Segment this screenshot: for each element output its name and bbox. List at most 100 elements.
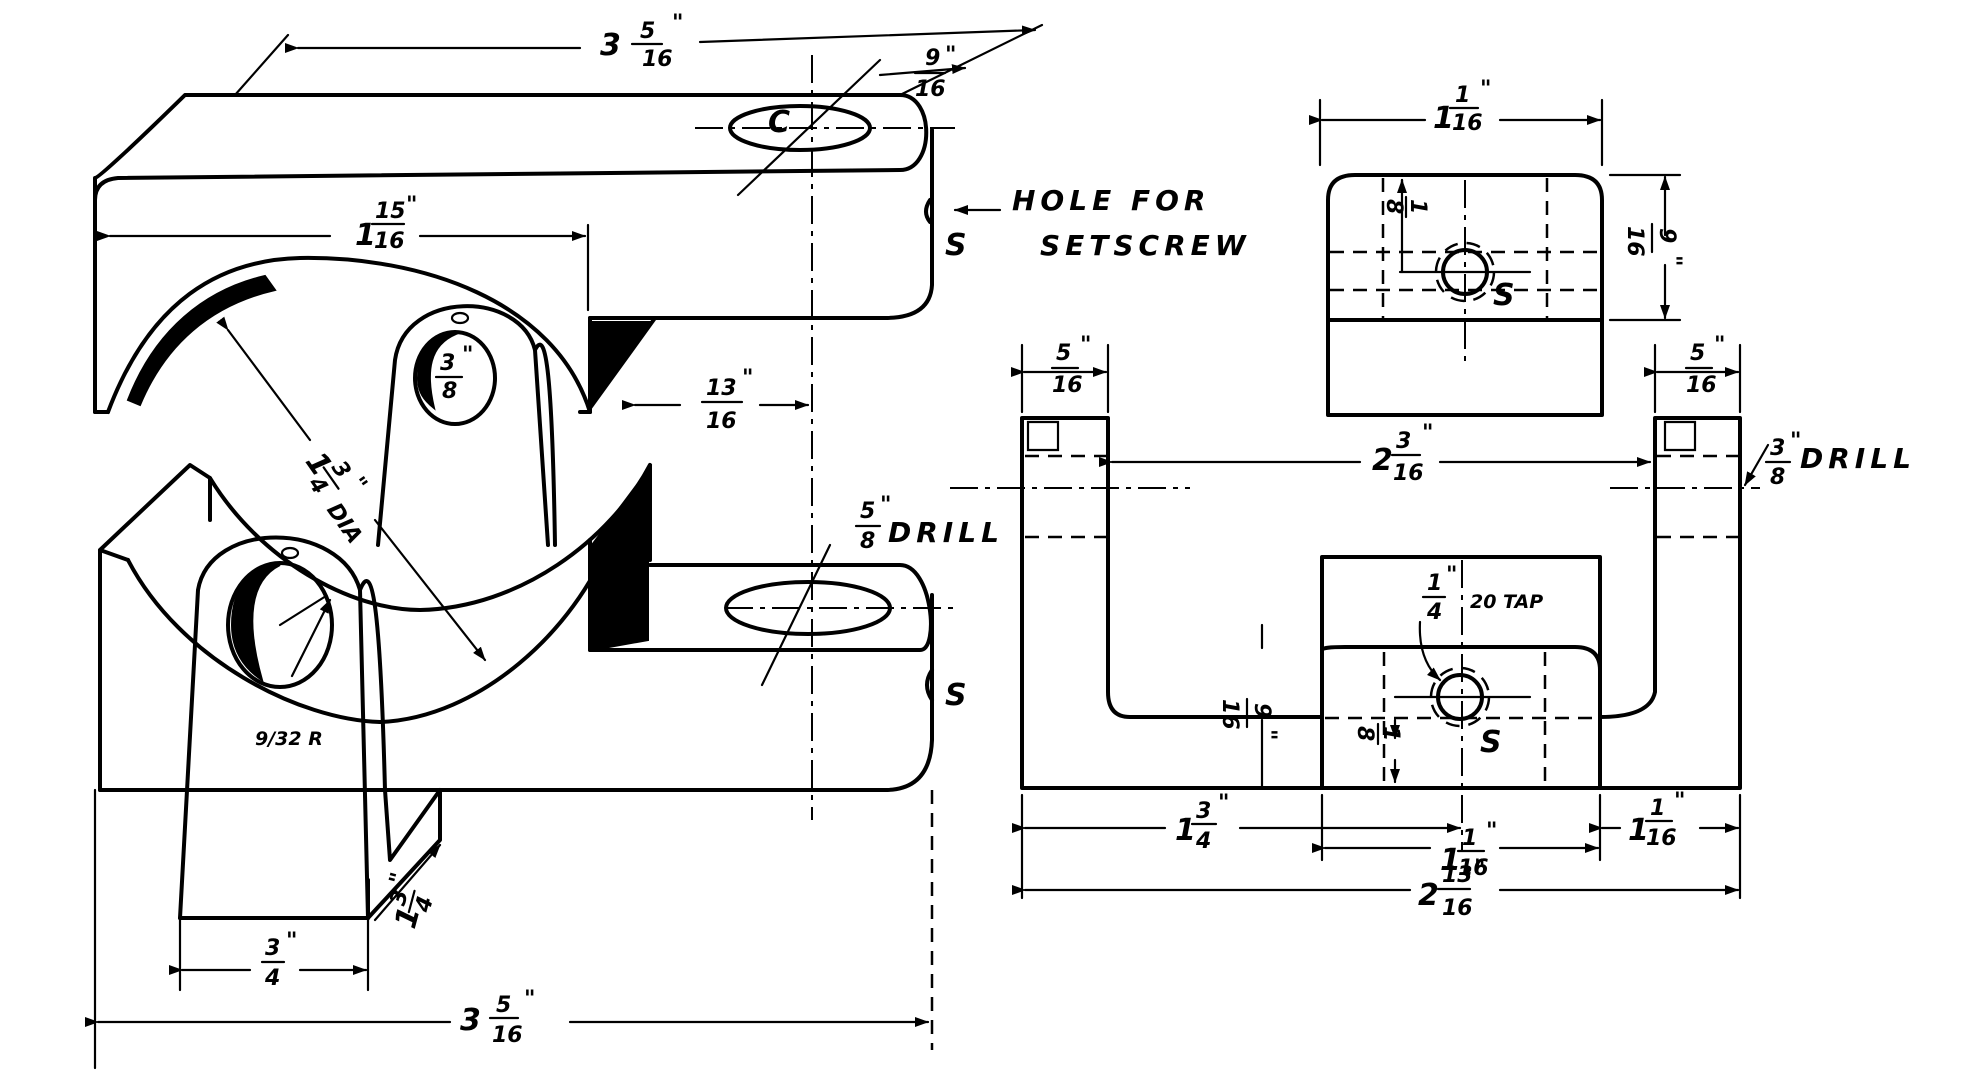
svg-text:3: 3 <box>1396 429 1411 454</box>
dim-right-section: 1 1 16 " <box>1628 789 1685 851</box>
dim-overall-length-bottom: 3 5 16 " <box>460 987 535 1048</box>
dim-boss-offset: 1 8 <box>1352 722 1403 746</box>
svg-text:16: 16 <box>706 409 737 434</box>
hole-label-c: C <box>768 105 790 140</box>
dim-slot-offset: 13 16 " <box>700 366 753 434</box>
svg-text:9: 9 <box>1654 228 1679 243</box>
dim-top-offset: 1 8 <box>1381 195 1430 219</box>
svg-text:15: 15 <box>375 199 406 224</box>
svg-text:16: 16 <box>1052 373 1083 398</box>
svg-text:3: 3 <box>440 351 455 376</box>
svg-text:5: 5 <box>1056 341 1071 366</box>
dim-base-width: 3 4 " <box>260 929 297 991</box>
svg-text:": " <box>1080 333 1091 358</box>
svg-text:5: 5 <box>1690 341 1705 366</box>
svg-text:4: 4 <box>264 966 280 991</box>
svg-text:4: 4 <box>1426 600 1442 625</box>
svg-text:1: 1 <box>1628 813 1649 848</box>
svg-text:4: 4 <box>411 894 439 916</box>
front-s-label: S <box>1480 725 1502 760</box>
dim-top-height: 9 16 " <box>1622 222 1685 266</box>
dim-left-wall: 5 16 " <box>1050 333 1091 398</box>
s-label-bottom: S <box>945 678 967 713</box>
svg-text:": " <box>1255 729 1280 740</box>
svg-text:DRILL: DRILL <box>888 516 1004 549</box>
svg-text:": " <box>672 11 683 36</box>
svg-text:": " <box>1218 791 1229 816</box>
dim-radius: 9/32 R <box>255 728 323 750</box>
svg-text:": " <box>462 343 473 368</box>
svg-text:16: 16 <box>1217 699 1242 730</box>
svg-text:1: 1 <box>1440 843 1461 878</box>
svg-text:3: 3 <box>460 1003 481 1038</box>
svg-text:1: 1 <box>1405 199 1430 214</box>
svg-text:5: 5 <box>860 499 875 524</box>
svg-text:8: 8 <box>860 529 875 554</box>
svg-text:4: 4 <box>1195 829 1211 854</box>
svg-text:1: 1 <box>1455 83 1470 108</box>
svg-text:1: 1 <box>355 218 376 253</box>
svg-text:9: 9 <box>1249 703 1274 718</box>
svg-text:2: 2 <box>1418 878 1439 913</box>
svg-text:1: 1 <box>1427 571 1442 596</box>
rear-lug <box>376 304 557 547</box>
svg-text:": " <box>1660 255 1685 266</box>
svg-text:16: 16 <box>1452 111 1483 136</box>
svg-text:": " <box>406 193 417 218</box>
svg-text:": " <box>1474 856 1485 881</box>
dim-overall-length-top: 3 5 16 " <box>600 11 683 72</box>
svg-text:16: 16 <box>492 1023 523 1048</box>
svg-text:3: 3 <box>1770 436 1785 461</box>
dim-floor-height: 9 16 " <box>1217 697 1280 740</box>
svg-text:1: 1 <box>1175 813 1196 848</box>
top-s-label: S <box>1493 278 1515 313</box>
dim-pin-hole: 3 8 " <box>434 343 473 404</box>
s-label-top: S <box>945 228 967 263</box>
dim-front-overall: 2 13 16 " <box>1418 856 1485 921</box>
lower-base <box>98 463 934 792</box>
svg-text:16: 16 <box>642 47 673 72</box>
svg-text:1: 1 <box>1462 826 1477 851</box>
svg-text:9: 9 <box>925 46 940 71</box>
svg-text:": " <box>880 493 891 518</box>
svg-text:2: 2 <box>1372 443 1393 478</box>
svg-text:8: 8 <box>1770 465 1785 490</box>
svg-text:": " <box>1674 789 1685 814</box>
note-hole-for: HOLE FOR <box>1012 184 1210 217</box>
svg-text:3: 3 <box>265 936 280 961</box>
svg-text:": " <box>1422 421 1433 446</box>
dim-left-length: 1 15 16 " <box>355 193 417 254</box>
svg-text:5: 5 <box>496 993 511 1018</box>
top-view: 1 1 16 " 9 16 " 1 8 S <box>1309 77 1685 417</box>
dim-right-wall: 5 16 " <box>1684 333 1725 398</box>
svg-text:16: 16 <box>915 77 946 102</box>
svg-text:": " <box>945 43 956 68</box>
svg-text:8: 8 <box>1381 199 1406 214</box>
dim-inner-span: 2 3 16 " <box>1372 421 1433 486</box>
svg-text:8: 8 <box>1352 726 1377 741</box>
svg-text:16: 16 <box>1646 826 1677 851</box>
svg-text:": " <box>742 366 753 391</box>
dim-top-width: 1 1 16 " <box>1433 77 1491 136</box>
upper-arm <box>93 93 934 414</box>
svg-text:3: 3 <box>1196 799 1211 824</box>
dim-tap: 1 4 " 20 TAP <box>1421 563 1543 625</box>
isometric-view: 3 5 16 " 9 16 " C 1 15 16 " HOLE FOR SET… <box>85 11 1246 1070</box>
dim-boss-width: 1 1 16 " <box>1440 819 1497 881</box>
front-view: 5 16 " 5 16 " 2 3 16 " 3 8 " DRILL 1 <box>950 333 1911 921</box>
dim-hole-offset: 9 16 " <box>913 43 956 102</box>
svg-text:1: 1 <box>1433 101 1454 136</box>
dim-front-drill: 3 8 " DRILL <box>1764 429 1911 490</box>
svg-text:3: 3 <box>386 887 414 908</box>
svg-text:16: 16 <box>1622 226 1647 257</box>
dim-left-section: 1 3 4 " <box>1175 791 1229 854</box>
svg-text:3: 3 <box>600 28 621 63</box>
svg-text:": " <box>524 987 535 1012</box>
svg-text:8: 8 <box>442 379 457 404</box>
svg-text:": " <box>1446 563 1457 588</box>
svg-text:16: 16 <box>1442 896 1473 921</box>
svg-text:5: 5 <box>640 19 655 44</box>
dim-base-depth: 1 3 4 " <box>385 870 439 932</box>
svg-text:": " <box>1480 77 1491 102</box>
